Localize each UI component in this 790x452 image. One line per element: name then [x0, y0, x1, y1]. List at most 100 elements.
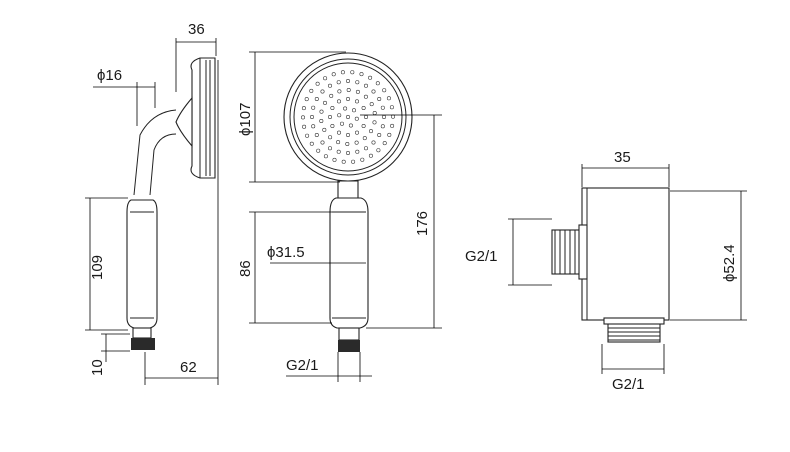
nozzle-hole: [302, 124, 307, 129]
nozzle-hole: [337, 113, 342, 118]
nozzle-hole: [336, 140, 341, 145]
nozzle-hole: [369, 102, 374, 107]
curved-neck: [133, 109, 177, 196]
handle-front: [329, 197, 369, 352]
outlet-body: [581, 187, 670, 321]
wall-flange: [175, 57, 216, 179]
nozzle-hole: [390, 123, 395, 128]
nozzle-hole: [322, 100, 327, 105]
nozzle-hole: [309, 115, 314, 120]
nozzle-hole: [371, 140, 376, 145]
shower-head: [283, 52, 413, 182]
dim-flange-depth: 36: [188, 21, 205, 38]
nozzle-hole: [341, 159, 346, 164]
nozzle-hole: [375, 81, 380, 86]
dimension-lines-outlet: [508, 164, 747, 374]
nozzle-hole: [387, 132, 392, 137]
nozzle-hole: [354, 130, 359, 135]
nozzle-hole: [382, 141, 387, 146]
hose-nut-side: [131, 338, 155, 350]
nozzle-hole: [336, 99, 341, 104]
nozzle-hole: [389, 105, 394, 110]
handshower-side-view: 36 ϕ16 109 10 62: [85, 21, 219, 385]
nozzle-hole: [314, 133, 319, 138]
nozzle-hole: [311, 105, 316, 110]
dim-outlet-width: 35: [614, 149, 631, 166]
nozzle-hole: [363, 94, 368, 99]
nozzle-pattern: [300, 70, 395, 164]
nozzle-hole: [309, 141, 314, 146]
nozzle-hole: [339, 121, 344, 126]
hose-nut-front: [338, 340, 360, 352]
nozzle-hole: [320, 140, 325, 145]
nozzle-hole: [305, 133, 310, 138]
nozzle-hole: [309, 88, 314, 93]
nozzle-hole: [354, 116, 359, 121]
nozzle-hole: [323, 76, 328, 81]
nozzle-hole: [319, 119, 324, 124]
nozzle-hole: [354, 140, 359, 145]
nozzle-hole: [300, 115, 305, 120]
nozzle-hole: [336, 80, 341, 85]
nozzle-hole: [354, 99, 359, 104]
nozzle-hole: [380, 124, 385, 129]
nozzle-hole: [380, 105, 385, 110]
nozzle-hole: [345, 79, 350, 84]
nozzle-hole: [301, 106, 306, 111]
nozzle-hole: [330, 106, 335, 111]
nozzle-hole: [351, 159, 356, 164]
nozzle-hole: [345, 97, 350, 102]
handshower-front-view: ϕ107 ϕ31.5 86 176 G2/1: [237, 51, 442, 382]
nozzle-hole: [368, 153, 373, 158]
nozzle-hole: [345, 115, 350, 120]
nozzle-hole: [350, 70, 355, 75]
dim-total-depth: 62: [180, 359, 197, 376]
nozzle-hole: [377, 133, 382, 138]
dim-nut-height: 10: [89, 359, 106, 376]
nozzle-hole: [371, 89, 376, 94]
nozzle-hole: [304, 97, 309, 102]
nozzle-hole: [363, 115, 368, 120]
wall-outlet-view: 35 ϕ52.4 G2/1 G2/1: [465, 149, 747, 393]
nozzle-hole: [327, 115, 332, 120]
nozzle-hole: [322, 127, 327, 132]
nozzle-hole: [346, 88, 351, 93]
nozzle-hole: [355, 89, 360, 94]
nozzle-hole: [331, 72, 336, 77]
nozzle-hole: [377, 97, 382, 102]
nozzle-hole: [360, 157, 365, 162]
dim-inlet-thread: G2/1: [465, 248, 498, 265]
nozzle-hole: [343, 106, 348, 111]
dim-thread-front: G2/1: [286, 357, 319, 374]
nozzle-hole: [345, 133, 350, 138]
nozzle-hole: [345, 151, 350, 156]
nozzle-hole: [336, 149, 341, 154]
nozzle-hole: [327, 146, 332, 151]
nozzle-hole: [390, 114, 395, 119]
dim-outlet-diameter: ϕ52.4: [721, 244, 738, 282]
nozzle-hole: [348, 123, 353, 128]
nozzle-hole: [319, 109, 324, 114]
dimension-lines-front: [249, 51, 442, 382]
nozzle-hole: [337, 89, 342, 94]
threaded-outlet: [603, 317, 665, 343]
dim-handle-length-side: 109: [89, 255, 106, 280]
nozzle-hole: [368, 129, 373, 134]
dim-head-diameter: ϕ107: [237, 103, 254, 136]
nozzle-hole: [382, 88, 387, 93]
nozzle-hole: [316, 148, 321, 153]
dim-outlet-thread: G2/1: [612, 376, 645, 393]
nozzle-hole: [362, 136, 367, 141]
dim-handle-length-front: 86: [237, 260, 254, 277]
nozzle-hole: [332, 157, 337, 162]
nozzle-hole: [311, 124, 316, 129]
nozzle-hole: [323, 154, 328, 159]
dim-handle-diameter: ϕ31.5: [267, 244, 305, 261]
nozzle-hole: [372, 111, 377, 116]
nozzle-hole: [368, 75, 373, 80]
nozzle-hole: [328, 135, 333, 140]
nozzle-hole: [361, 106, 366, 111]
nozzle-hole: [381, 115, 386, 120]
nozzle-hole: [359, 72, 364, 77]
